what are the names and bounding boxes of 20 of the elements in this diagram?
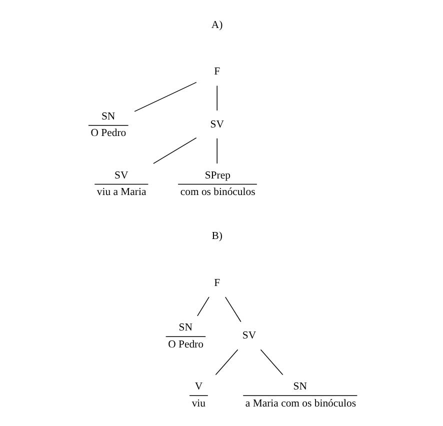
connector [225,296,242,322]
node-text: SV [210,118,224,130]
label: B) [212,230,222,242]
connector [197,296,210,316]
node-text: SN O Pedro [90,110,126,140]
node-text: SN O Pedro [168,322,204,351]
node-text: SV [242,330,256,342]
node-text: SPrep com os binóculos [180,169,256,198]
node-text: SN a Maria com os binóculos [245,380,356,410]
connector [216,85,218,111]
node-text: F [214,66,220,78]
connector [215,349,238,376]
node-text: V viu [192,380,206,410]
connector [216,138,218,164]
node-text: SV viu a Maria [96,169,146,198]
connector [260,349,284,376]
connector [134,82,197,112]
label: A) [211,18,223,31]
connector [153,137,197,164]
node-text: F [214,276,220,289]
